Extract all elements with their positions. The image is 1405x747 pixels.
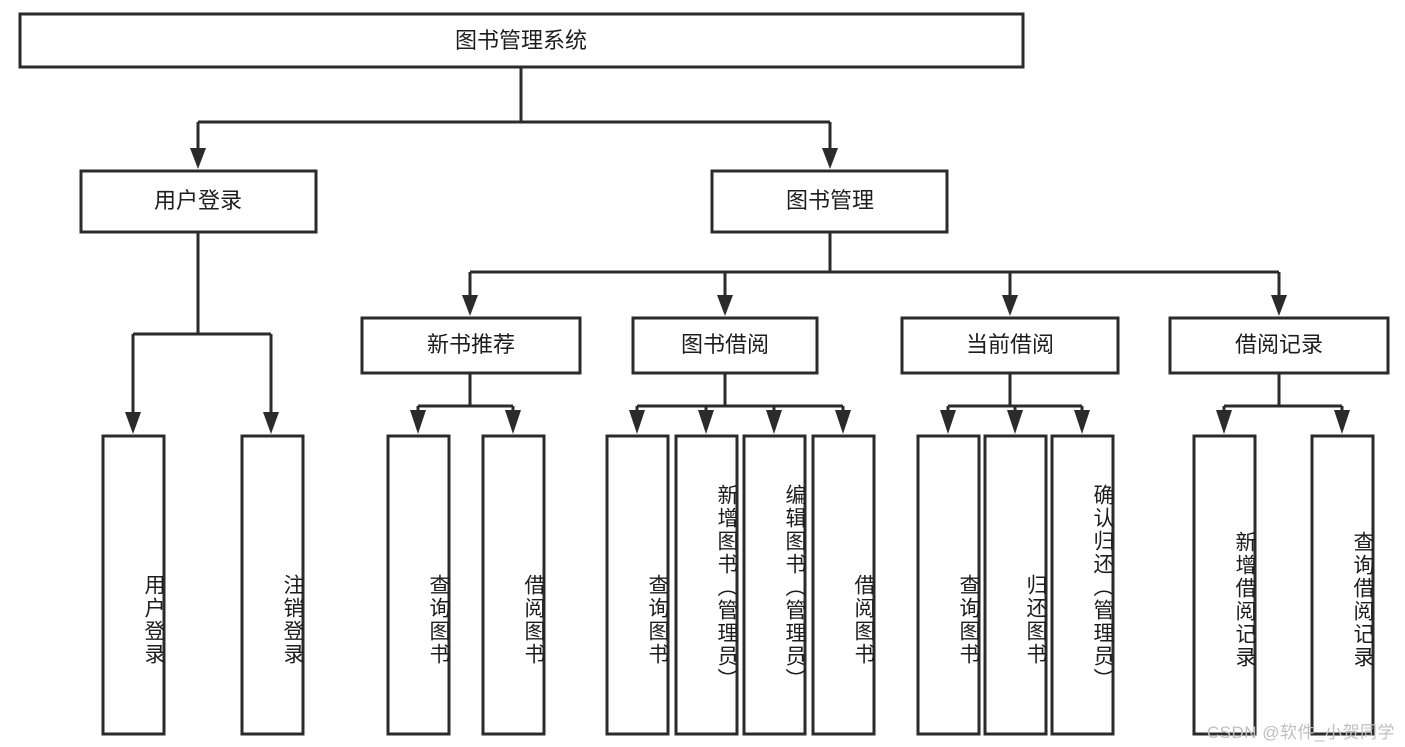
node-leaf-edit-book[interactable]: [742, 434, 807, 736]
node-leaf-return-book[interactable]: [983, 434, 1048, 736]
node-leaf-confirm-return[interactable]: [1050, 434, 1115, 736]
node-new-book-recommend[interactable]: 新书推荐: [360, 316, 582, 375]
node-current-borrow-label: 当前借阅: [966, 332, 1054, 357]
connector-book-management-to-level3: [462, 232, 1287, 316]
node-user-login-label: 用户登录: [154, 188, 242, 213]
node-leaf-add-book[interactable]: [674, 434, 739, 736]
node-leaf-user-login[interactable]: [101, 434, 166, 736]
connector-user-login-to-leaves: [125, 232, 279, 434]
node-title-label: 图书管理系统: [455, 28, 587, 53]
connector-book-borrow-to-leaves: [629, 373, 851, 434]
node-leaf-query-book-1[interactable]: [386, 434, 451, 736]
node-leaf-query-book-2[interactable]: [605, 434, 670, 736]
node-book-management[interactable]: 图书管理: [710, 169, 949, 234]
node-book-borrow[interactable]: 图书借阅: [631, 316, 819, 375]
connector-borrow-record-to-leaves: [1216, 373, 1350, 434]
node-leaf-query-record[interactable]: [1310, 434, 1375, 736]
connector-current-borrow-to-leaves: [940, 373, 1090, 434]
node-leaf-add-record[interactable]: [1192, 434, 1257, 736]
node-new-book-recommend-label: 新书推荐: [427, 332, 515, 357]
node-leaf-logout-login[interactable]: [240, 434, 305, 736]
node-borrow-record-label: 借阅记录: [1235, 332, 1323, 357]
connector-root-to-level2: [190, 67, 838, 169]
node-book-management-label: 图书管理: [786, 188, 874, 213]
node-leaf-borrow-book-2[interactable]: [811, 434, 876, 736]
node-leaf-query-book-3[interactable]: [916, 434, 981, 736]
node-current-borrow[interactable]: 当前借阅: [900, 316, 1120, 375]
node-leaf-borrow-book-1[interactable]: [481, 434, 546, 736]
node-user-login[interactable]: 用户登录: [79, 169, 318, 234]
csdn-watermark: CSDN @软件_小贺同学: [1206, 723, 1395, 742]
node-borrow-record[interactable]: 借阅记录: [1168, 316, 1390, 375]
node-title-box[interactable]: 图书管理系统: [18, 12, 1025, 69]
node-book-borrow-label: 图书借阅: [681, 332, 769, 357]
connector-new-book-recommend-to-leaves: [410, 373, 521, 434]
